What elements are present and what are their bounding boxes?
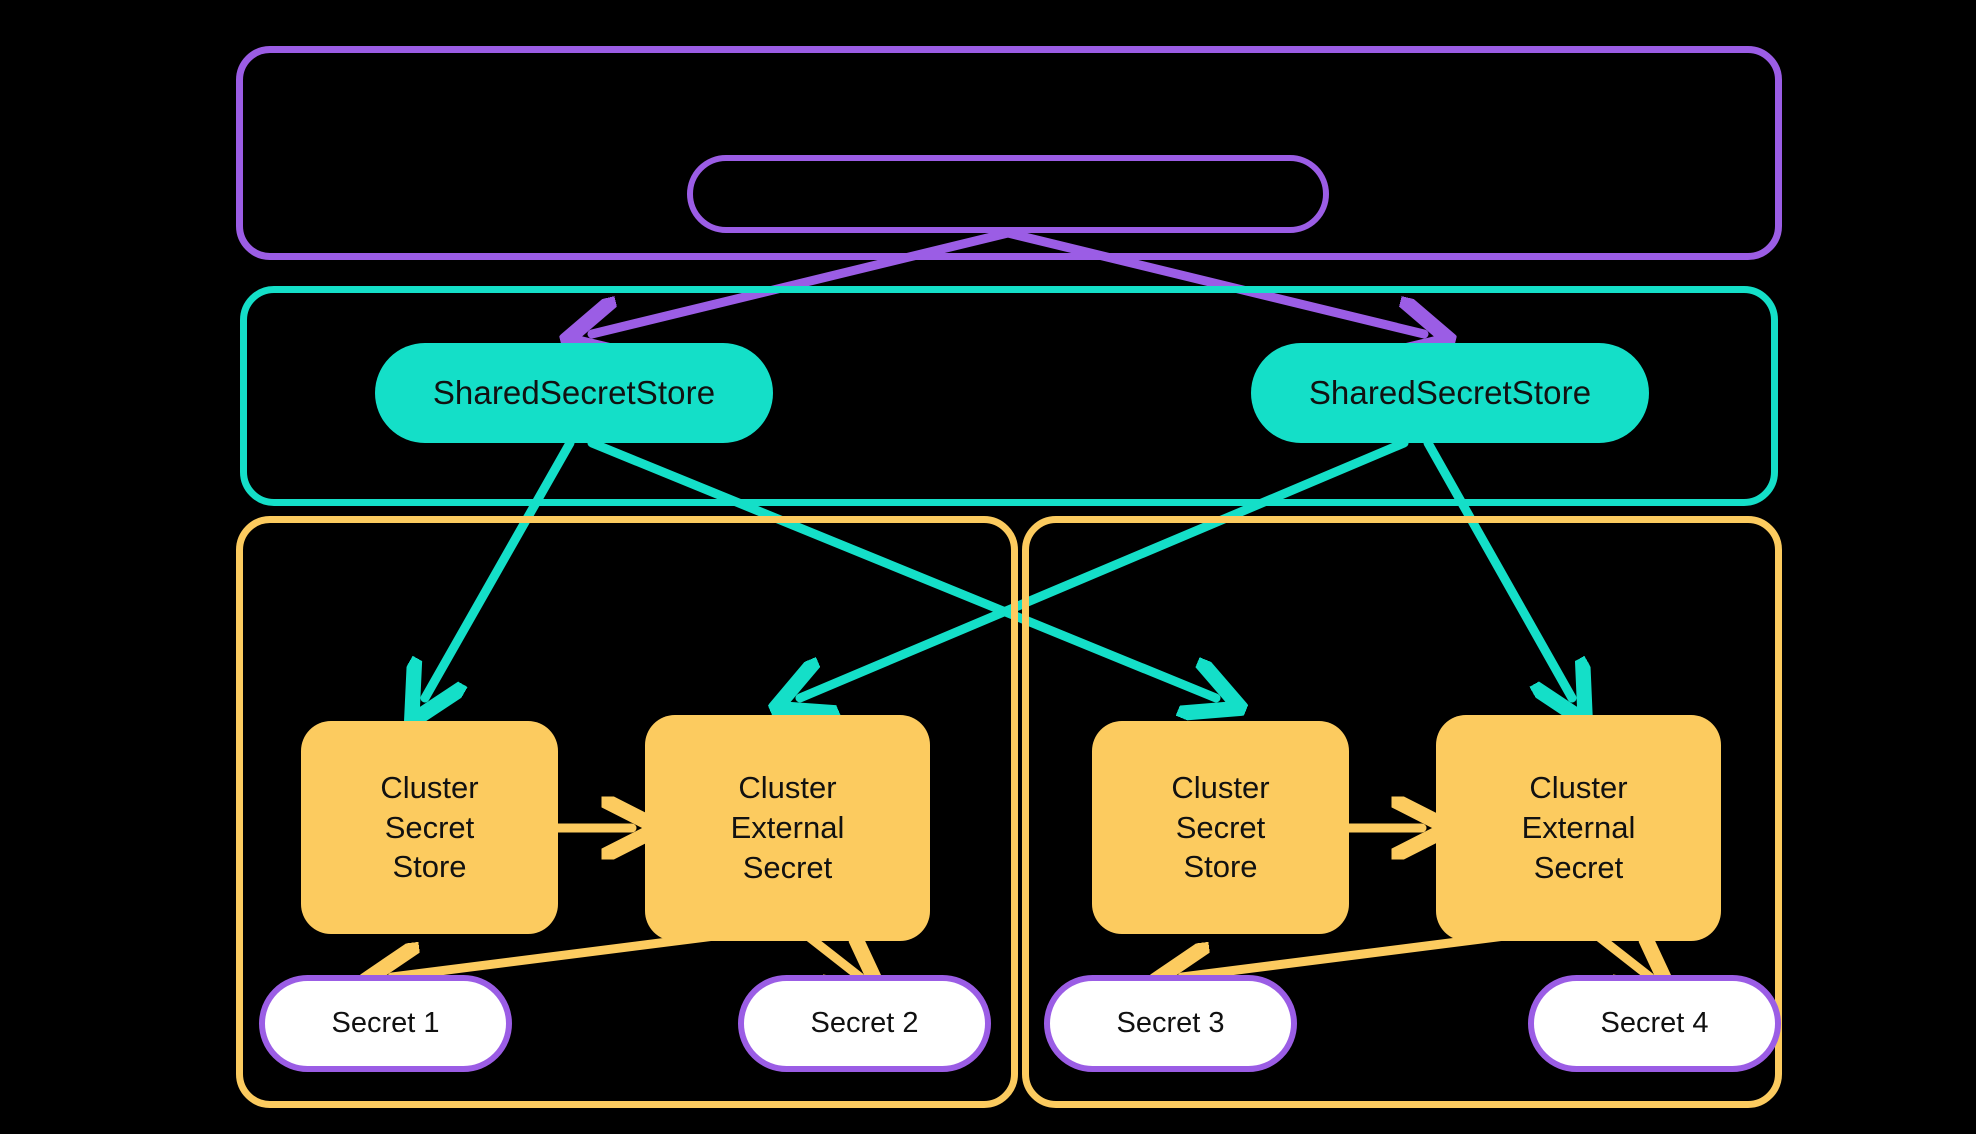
shared-secret-store-1-label: SharedSecretStore <box>432 374 716 411</box>
secret-1-label: Secret 1 <box>331 1007 440 1039</box>
shared-secret-store-1[interactable]: SharedSecretStore <box>375 343 773 443</box>
secret-1[interactable]: Secret 1 <box>259 975 512 1072</box>
secret-4-label: Secret 4 <box>1600 1007 1709 1039</box>
secret-2[interactable]: Secret 2 <box>738 975 991 1072</box>
secret-2-label: Secret 2 <box>810 1007 919 1039</box>
shared-secret-store-2[interactable]: SharedSecretStore <box>1251 343 1649 443</box>
cluster-2-secret-store[interactable]: Cluster Secret Store <box>1092 721 1349 934</box>
operator-node[interactable] <box>687 155 1329 233</box>
cluster-2-external-secret[interactable]: Cluster External Secret <box>1436 715 1721 941</box>
cluster-1-external-secret[interactable]: Cluster External Secret <box>645 715 930 941</box>
cluster-1-external-secret-label: Cluster External Secret <box>730 770 845 885</box>
secret-3-label: Secret 3 <box>1116 1007 1225 1039</box>
secret-3[interactable]: Secret 3 <box>1044 975 1297 1072</box>
cluster-2-secret-store-label: Cluster Secret Store <box>1171 769 1270 885</box>
secret-4[interactable]: Secret 4 <box>1528 975 1781 1072</box>
cluster-2-external-secret-label: Cluster External Secret <box>1521 770 1636 885</box>
cluster-1-secret-store-label: Cluster Secret Store <box>380 769 479 885</box>
cluster-1-secret-store[interactable]: Cluster Secret Store <box>301 721 558 934</box>
shared-secret-store-2-label: SharedSecretStore <box>1308 374 1592 411</box>
